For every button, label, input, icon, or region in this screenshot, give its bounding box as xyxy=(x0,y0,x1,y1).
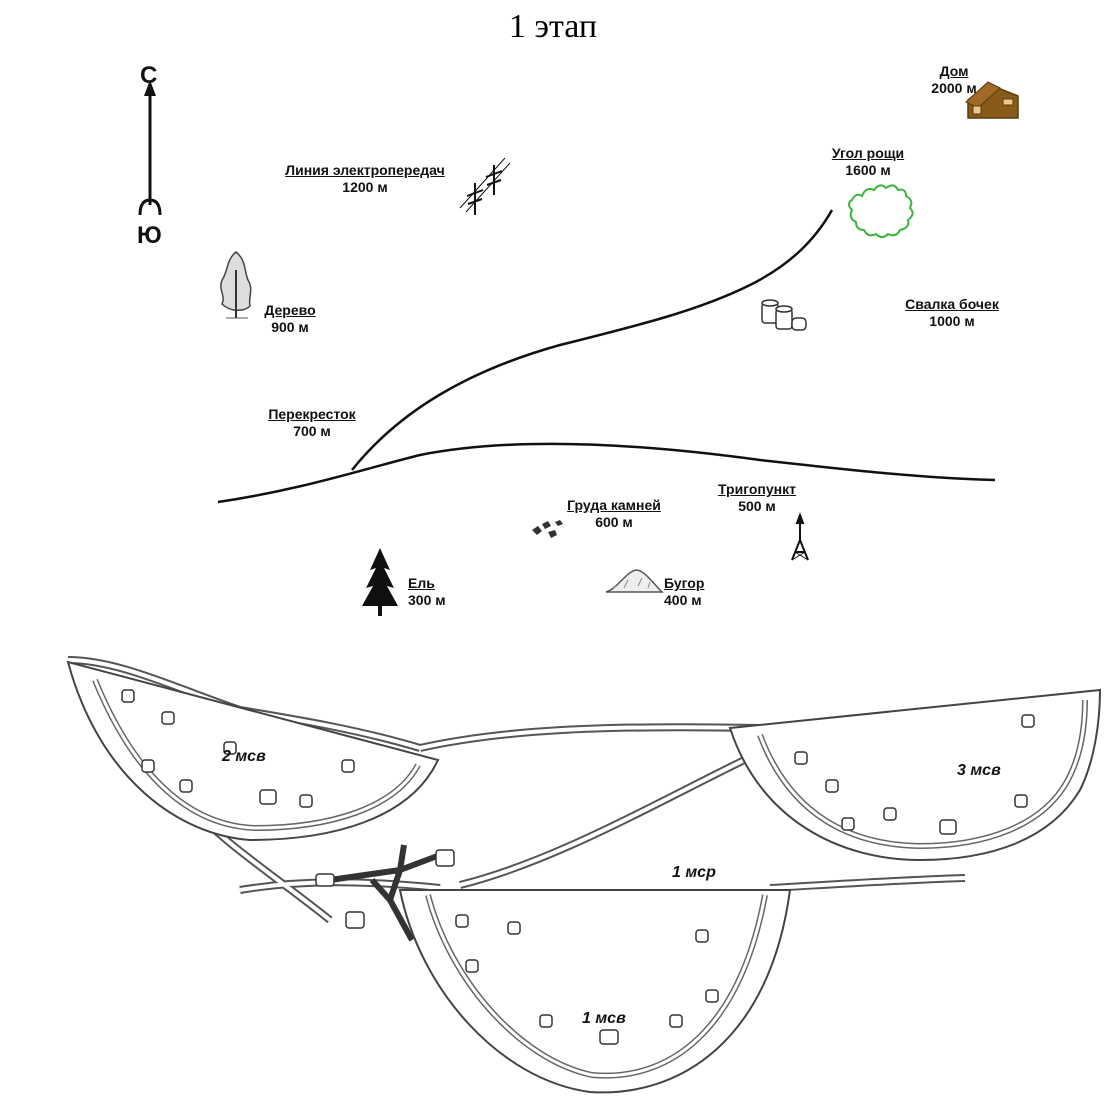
grove-icon xyxy=(848,184,914,238)
landmark-spruce: Ель 300 м xyxy=(408,575,468,609)
landmark-name: Угол рощи xyxy=(831,145,905,161)
stage-title: 1 этап xyxy=(508,8,598,45)
position-label-2msv: 2 мсв xyxy=(222,748,266,765)
position-label-1msr: 1 мср xyxy=(672,864,716,881)
landmark-name: Дерево xyxy=(264,302,316,318)
landmark-stones: Груда камней 600 м xyxy=(550,497,678,531)
position-3msv xyxy=(728,688,1102,862)
landmark-distance: 1200 м xyxy=(342,179,388,195)
landmark-name: Тригопункт xyxy=(718,481,796,497)
landmark-name: Бугор xyxy=(664,575,705,591)
landmark-name: Линия электропередач xyxy=(285,162,445,178)
landmark-distance: 2000 м xyxy=(931,80,977,96)
landmark-tree: Дерево 900 м xyxy=(252,302,328,336)
landmark-grove: Угол рощи 1600 м xyxy=(810,145,926,179)
landmark-name: Перекресток xyxy=(268,406,356,422)
landmark-name: Груда камней xyxy=(567,497,661,513)
landmark-house: Дом 2000 м xyxy=(922,63,986,97)
landmark-distance: 600 м xyxy=(595,514,633,530)
landmark-distance: 1600 м xyxy=(845,162,891,178)
position-label-3msv: 3 мсв xyxy=(957,762,1001,779)
hill-icon xyxy=(605,569,664,593)
compass-north-label: С xyxy=(140,62,158,89)
landmark-crossroad: Перекресток 700 м xyxy=(248,406,376,440)
landmark-name: Свалка бочек xyxy=(905,296,999,312)
landmark-distance: 1000 м xyxy=(929,313,975,329)
position-2msv xyxy=(66,660,440,842)
landmark-distance: 400 м xyxy=(664,592,702,608)
spruce-icon xyxy=(362,548,398,616)
power-line-icon xyxy=(459,157,511,215)
position-label-1msv: 1 мсв xyxy=(582,1010,626,1027)
landmark-distance: 900 м xyxy=(271,319,309,335)
compass-south-label: Ю xyxy=(137,222,162,249)
roads xyxy=(217,209,996,504)
landmark-distance: 300 м xyxy=(408,592,446,608)
landmark-distance: 700 м xyxy=(293,423,331,439)
house-icon xyxy=(965,81,1019,119)
barrels-icon xyxy=(761,299,807,331)
landmark-name: Дом xyxy=(939,63,969,79)
trig-point-icon xyxy=(791,512,809,561)
landmark-trigpoint: Тригопункт 500 м xyxy=(700,481,814,515)
stones-icon xyxy=(532,520,563,538)
landmark-powerline: Линия электропередач 1200 м xyxy=(260,162,470,196)
landmark-barrels: Свалка бочек 1000 м xyxy=(885,296,1019,330)
tree-icon xyxy=(220,251,252,319)
position-1msv xyxy=(398,889,792,1094)
landmark-hill: Бугор 400 м xyxy=(664,575,734,609)
landmark-distance: 500 м xyxy=(738,498,776,514)
north-arrow-icon xyxy=(138,80,162,216)
landmark-name: Ель xyxy=(408,575,435,591)
